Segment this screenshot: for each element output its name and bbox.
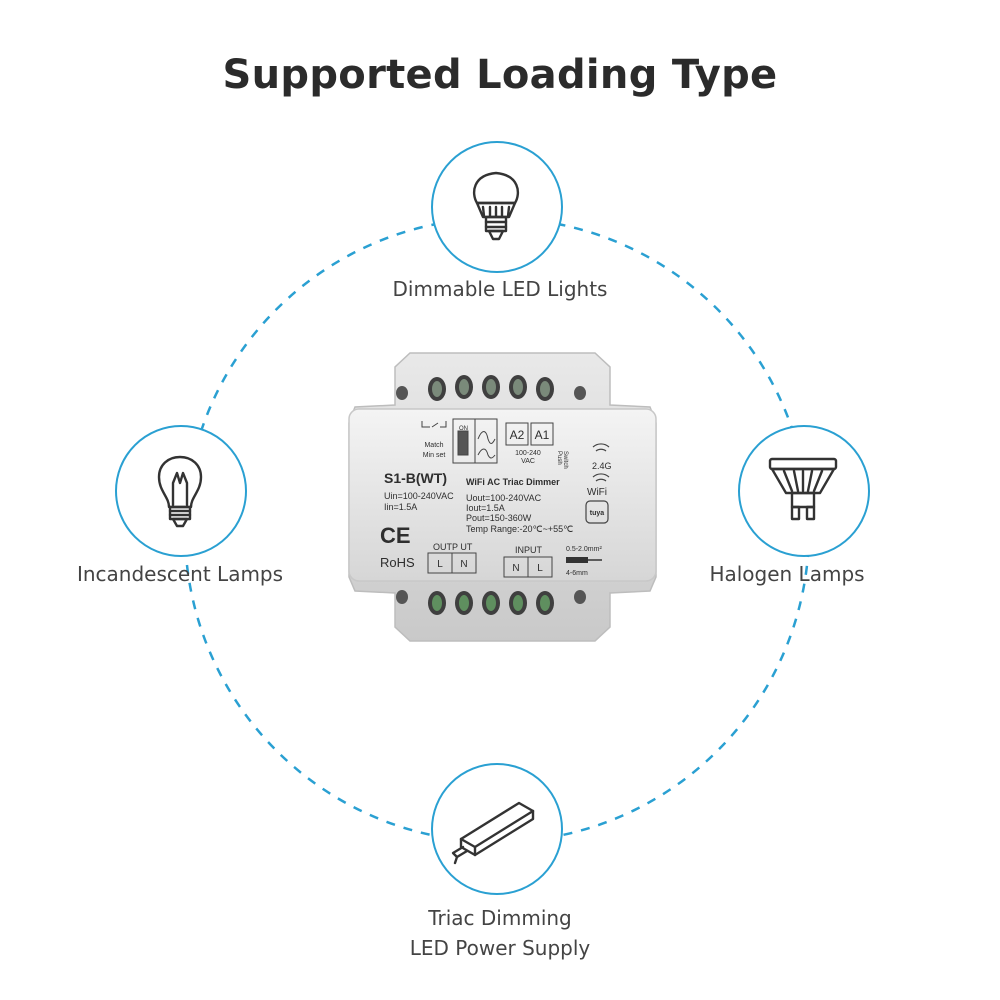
tuya-label: tuya — [590, 510, 605, 517]
wifi-label: WiFi — [587, 487, 607, 498]
spec-iin: Iin=1.5A — [384, 502, 417, 512]
a1-terminal: A1 — [535, 428, 550, 442]
node-led-driver — [431, 763, 563, 895]
label-led-driver: Triac Dimming LED Power Supply — [340, 903, 660, 963]
on-label: ON — [459, 426, 468, 432]
terminal-screws-bottom — [396, 590, 586, 615]
terminal-screws-top — [396, 375, 586, 401]
led-bulb-icon — [473, 171, 519, 241]
spec-iout: Iout=1.5A — [466, 503, 505, 513]
band-label: 2.4G — [592, 461, 612, 471]
a2-terminal: A2 — [510, 428, 525, 442]
vac-label-1: 100-240 — [515, 450, 541, 457]
label-halogen: Halogen Lamps — [709, 562, 865, 586]
node-halogen — [738, 425, 870, 557]
wire-strip-icon — [566, 557, 602, 563]
output-label: OUTP UT — [433, 542, 473, 552]
model-number: S1-B(WT) — [384, 470, 447, 486]
incandescent-bulb-icon — [157, 455, 203, 528]
wifi-signal-icon — [592, 443, 610, 482]
spec-pout: Pout=150-360W — [466, 513, 532, 523]
input-terminal-n: N — [512, 563, 519, 574]
input-terminal-l: L — [537, 563, 543, 574]
halogen-lamp-icon — [768, 457, 838, 521]
min-set-label: Min set — [423, 452, 446, 459]
page-title: Supported Loading Type — [222, 52, 778, 98]
push-label: Push — [556, 451, 562, 465]
spec-temp: Temp Range:-20℃~+55℃ — [466, 524, 573, 534]
strip-length: 4-6mm — [566, 570, 588, 577]
output-terminal-n: N — [460, 559, 467, 570]
rohs-mark: RoHS — [380, 555, 415, 570]
vac-label-2: VAC — [521, 458, 535, 465]
output-terminal-l: L — [437, 559, 443, 570]
wire-gauge: 0.5-2.0mm² — [566, 546, 602, 553]
node-dimmable-led — [431, 141, 563, 273]
node-incandescent — [115, 425, 247, 557]
label-incandescent: Incandescent Lamps — [76, 562, 284, 586]
label-led-driver-line2: LED Power Supply — [409, 936, 591, 960]
device-name: WiFi AC Triac Dimmer — [466, 477, 560, 487]
ce-mark: CE — [380, 523, 411, 548]
match-label: Match — [424, 442, 443, 449]
spec-uin: Uin=100-240VAC — [384, 491, 454, 501]
label-led-driver-line1: Triac Dimming — [428, 906, 572, 930]
dimmer-device: Match Min set ON A2 A1 100-240 VAC Push … — [348, 352, 657, 642]
switch-label: Switch — [562, 451, 568, 469]
tuya-logo — [585, 500, 609, 524]
input-label: INPUT — [515, 545, 543, 555]
led-driver-icon — [451, 801, 535, 865]
label-dimmable-led: Dimmable LED Lights — [392, 277, 608, 301]
spec-uout: Uout=100-240VAC — [466, 493, 542, 503]
